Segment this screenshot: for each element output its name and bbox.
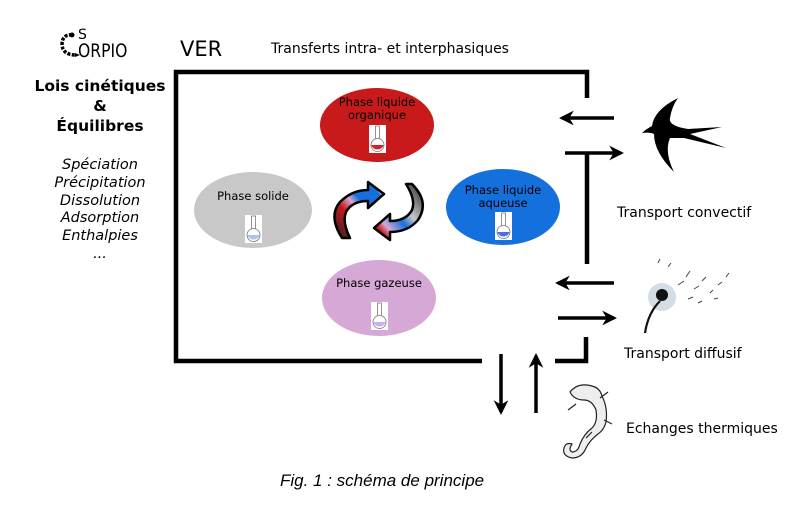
process-item: Dissolution bbox=[59, 192, 141, 209]
flask-shape bbox=[372, 302, 387, 329]
phase-solide: Phase solide bbox=[194, 172, 312, 248]
salamander-icon bbox=[563, 384, 613, 459]
phase-label-line: aqueuse bbox=[478, 196, 528, 210]
swallow-icon bbox=[642, 98, 726, 172]
laws-title: Lois cinétiques & Équilibres bbox=[20, 76, 180, 136]
phase-label-line: Phase liquide bbox=[464, 183, 542, 197]
phase-label: Phase solide bbox=[194, 190, 312, 203]
label-transport-diffusif: Transport diffusif bbox=[624, 346, 742, 362]
ver-box-border-corner bbox=[555, 337, 589, 364]
phase-label: Phase liquide organique bbox=[320, 96, 434, 122]
label-echanges-thermiques: Echanges thermiques bbox=[626, 421, 778, 437]
phase-organique: Phase liquide organique bbox=[320, 88, 434, 162]
phase-aqueuse: Phase liquide aqueuse bbox=[446, 169, 560, 245]
box-heading: Transferts intra- et interphasiques bbox=[271, 41, 509, 57]
flask-shape bbox=[370, 125, 385, 152]
laws-title-line: & bbox=[93, 97, 107, 115]
label-transport-convectif: Transport convectif bbox=[617, 205, 752, 221]
ver-box-border bbox=[173, 69, 590, 364]
flask-icon bbox=[245, 215, 262, 243]
phase-gazeuse: Phase gazeuse bbox=[322, 260, 436, 336]
scorpio-logo: S ORPIO bbox=[58, 27, 148, 68]
flask-icon bbox=[371, 302, 388, 330]
phase-label: Phase liquide aqueuse bbox=[446, 184, 560, 210]
laws-title-line: Lois cinétiques bbox=[34, 77, 166, 95]
ver-label: VER bbox=[180, 37, 223, 61]
flask-shape bbox=[246, 215, 261, 242]
flask-icon bbox=[495, 212, 512, 240]
logo-superscript: S bbox=[78, 27, 87, 43]
exchange-arrow-right bbox=[372, 182, 425, 242]
phase-label-line: Phase liquide bbox=[338, 95, 416, 109]
process-item: Adsorption bbox=[60, 210, 140, 227]
phase-label-line: Phase solide bbox=[217, 189, 289, 203]
laws-title-line: Équilibres bbox=[56, 117, 144, 135]
flask-icon bbox=[369, 125, 386, 153]
phase-label: Phase gazeuse bbox=[322, 277, 436, 290]
scorpion-tail-icon bbox=[60, 32, 80, 57]
figure-caption: Fig. 1 : schéma de principe bbox=[280, 471, 485, 490]
cycle-arrows-icon bbox=[333, 180, 425, 242]
exchange-arrow-left bbox=[333, 180, 386, 240]
phase-label-line: Phase gazeuse bbox=[336, 276, 422, 290]
dandelion-icon bbox=[643, 258, 730, 334]
flask-shape bbox=[496, 212, 511, 239]
process-item: Précipitation bbox=[54, 174, 146, 191]
process-item: Spéciation bbox=[62, 157, 138, 173]
logo-text: ORPIO bbox=[78, 40, 128, 62]
phase-label-line: organique bbox=[347, 108, 407, 122]
process-item: Enthalpies bbox=[62, 228, 138, 245]
process-list: Spéciation Précipitation Dissolution Ads… bbox=[20, 157, 180, 264]
process-item: ... bbox=[93, 245, 107, 262]
